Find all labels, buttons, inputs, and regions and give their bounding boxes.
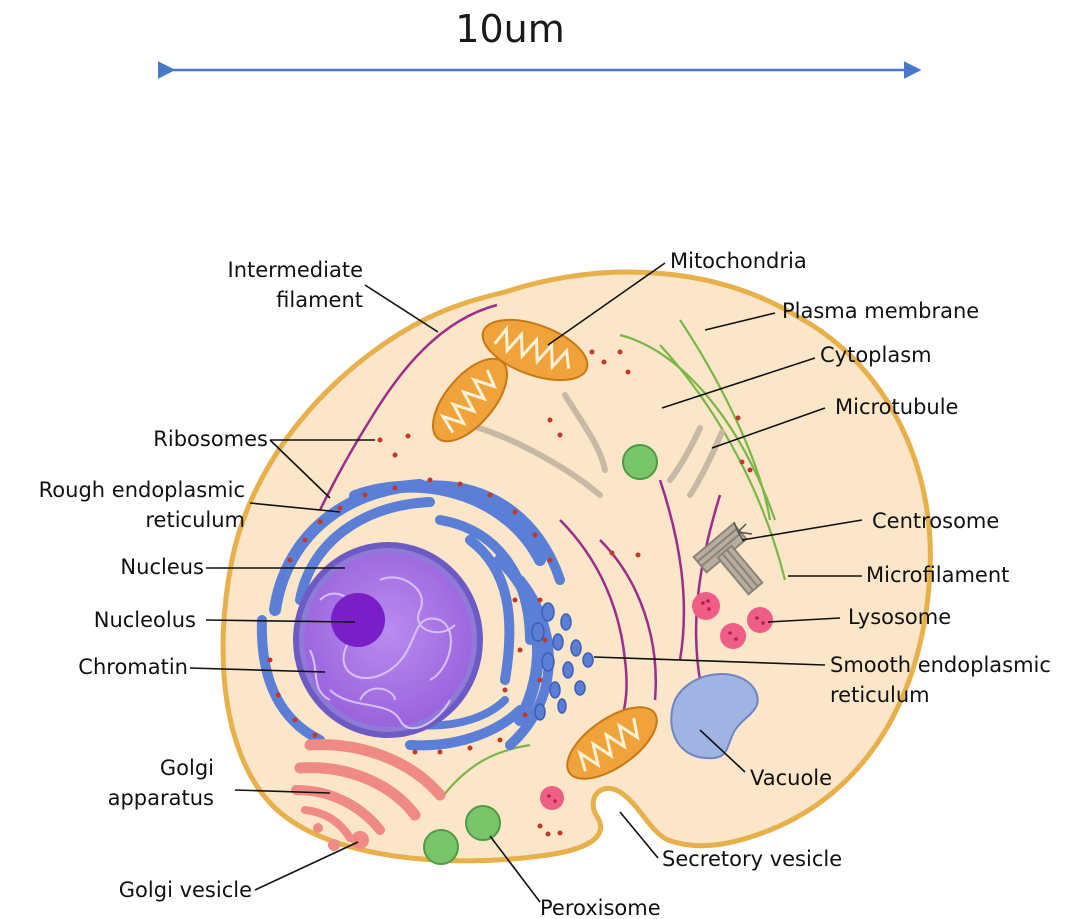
label-golgi-apparatus-2: apparatus (108, 786, 214, 810)
label-intermediate-filament-1: Intermediate (228, 258, 364, 282)
label-rough-er-2: reticulum (145, 508, 245, 532)
label-rough-er-1: Rough endoplasmic (39, 478, 245, 502)
label-vacuole: Vacuole (750, 766, 832, 790)
label-ribosomes: Ribosomes (153, 427, 268, 451)
label-nucleolus: Nucleolus (94, 608, 196, 632)
label-microfilament: Microfilament (866, 563, 1009, 587)
label-microtubule: Microtubule (835, 395, 958, 419)
nucleolus-shape (331, 593, 385, 647)
nucleus (296, 545, 480, 735)
label-mitochondria: Mitochondria (670, 249, 807, 273)
label-secretory-vesicle: Secretory vesicle (662, 847, 842, 871)
label-chromatin: Chromatin (78, 655, 188, 679)
label-smooth-er-2: reticulum (830, 683, 930, 707)
label-golgi-vesicle: Golgi vesicle (119, 878, 252, 902)
label-lysosome: Lysosome (848, 605, 951, 629)
scale-bar-label: 10um (455, 7, 564, 51)
label-cytoplasm: Cytoplasm (820, 343, 932, 367)
label-smooth-er-1: Smooth endoplasmic (830, 653, 1051, 677)
label-golgi-apparatus-1: Golgi (160, 756, 214, 780)
label-plasma-membrane: Plasma membrane (782, 299, 979, 323)
label-nucleus: Nucleus (120, 555, 204, 579)
scale-bar: 10um (172, 7, 918, 70)
nucleus-body (304, 553, 472, 727)
label-intermediate-filament-2: filament (276, 288, 363, 312)
label-peroxisome: Peroxisome (540, 896, 661, 919)
label-centrosome: Centrosome (872, 509, 999, 533)
